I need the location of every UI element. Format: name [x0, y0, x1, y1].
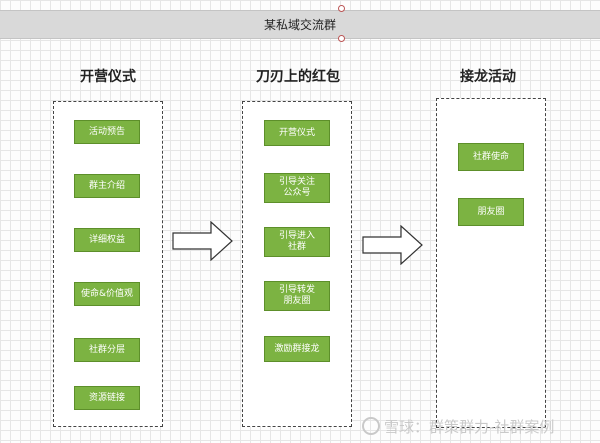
node-encourage-chain[interactable]: 激励群接龙 — [264, 336, 330, 362]
node-share-moments[interactable]: 引导转发 朋友圈 — [264, 281, 330, 311]
node-detailed-benefits[interactable]: 详细权益 — [74, 228, 140, 252]
column-heading-1: 开营仪式 — [80, 69, 136, 85]
column-heading-2: 刀刃上的红包 — [256, 69, 340, 85]
title-bar: 某私域交流群 — [0, 10, 600, 39]
column-heading-3: 接龙活动 — [460, 69, 516, 85]
selection-handle-top[interactable] — [338, 5, 345, 12]
node-community-tiers[interactable]: 社群分层 — [74, 338, 140, 362]
node-moments[interactable]: 朋友圈 — [458, 198, 524, 226]
node-opening-ceremony[interactable]: 开营仪式 — [264, 120, 330, 146]
group-column-2[interactable]: 开营仪式 引导关注 公众号 引导进入 社群 引导转发 朋友圈 激励群接龙 — [242, 101, 352, 427]
arrow-right-1 — [172, 221, 233, 261]
watermark: 雪球：群策群力-社群案例 — [362, 416, 554, 437]
node-join-community[interactable]: 引导进入 社群 — [264, 227, 330, 257]
watermark-text: 雪球：群策群力-社群案例 — [384, 418, 555, 436]
group-column-1[interactable]: 活动预告 群主介绍 详细权益 使命&价值观 社群分层 资源链接 — [53, 101, 163, 427]
node-activity-preview[interactable]: 活动预告 — [74, 120, 140, 144]
node-resource-links[interactable]: 资源链接 — [74, 386, 140, 410]
node-mission-values[interactable]: 使命&价值观 — [74, 282, 140, 306]
node-owner-intro[interactable]: 群主介绍 — [74, 174, 140, 198]
arrow-right-2 — [362, 225, 423, 265]
node-community-mission[interactable]: 社群使命 — [458, 143, 524, 171]
node-follow-account[interactable]: 引导关注 公众号 — [264, 173, 330, 203]
group-column-3[interactable]: 社群使命 朋友圈 — [436, 98, 546, 428]
snowball-logo-icon — [362, 417, 380, 435]
selection-handle-bottom[interactable] — [338, 35, 345, 42]
diagram-title: 某私域交流群 — [263, 18, 336, 32]
